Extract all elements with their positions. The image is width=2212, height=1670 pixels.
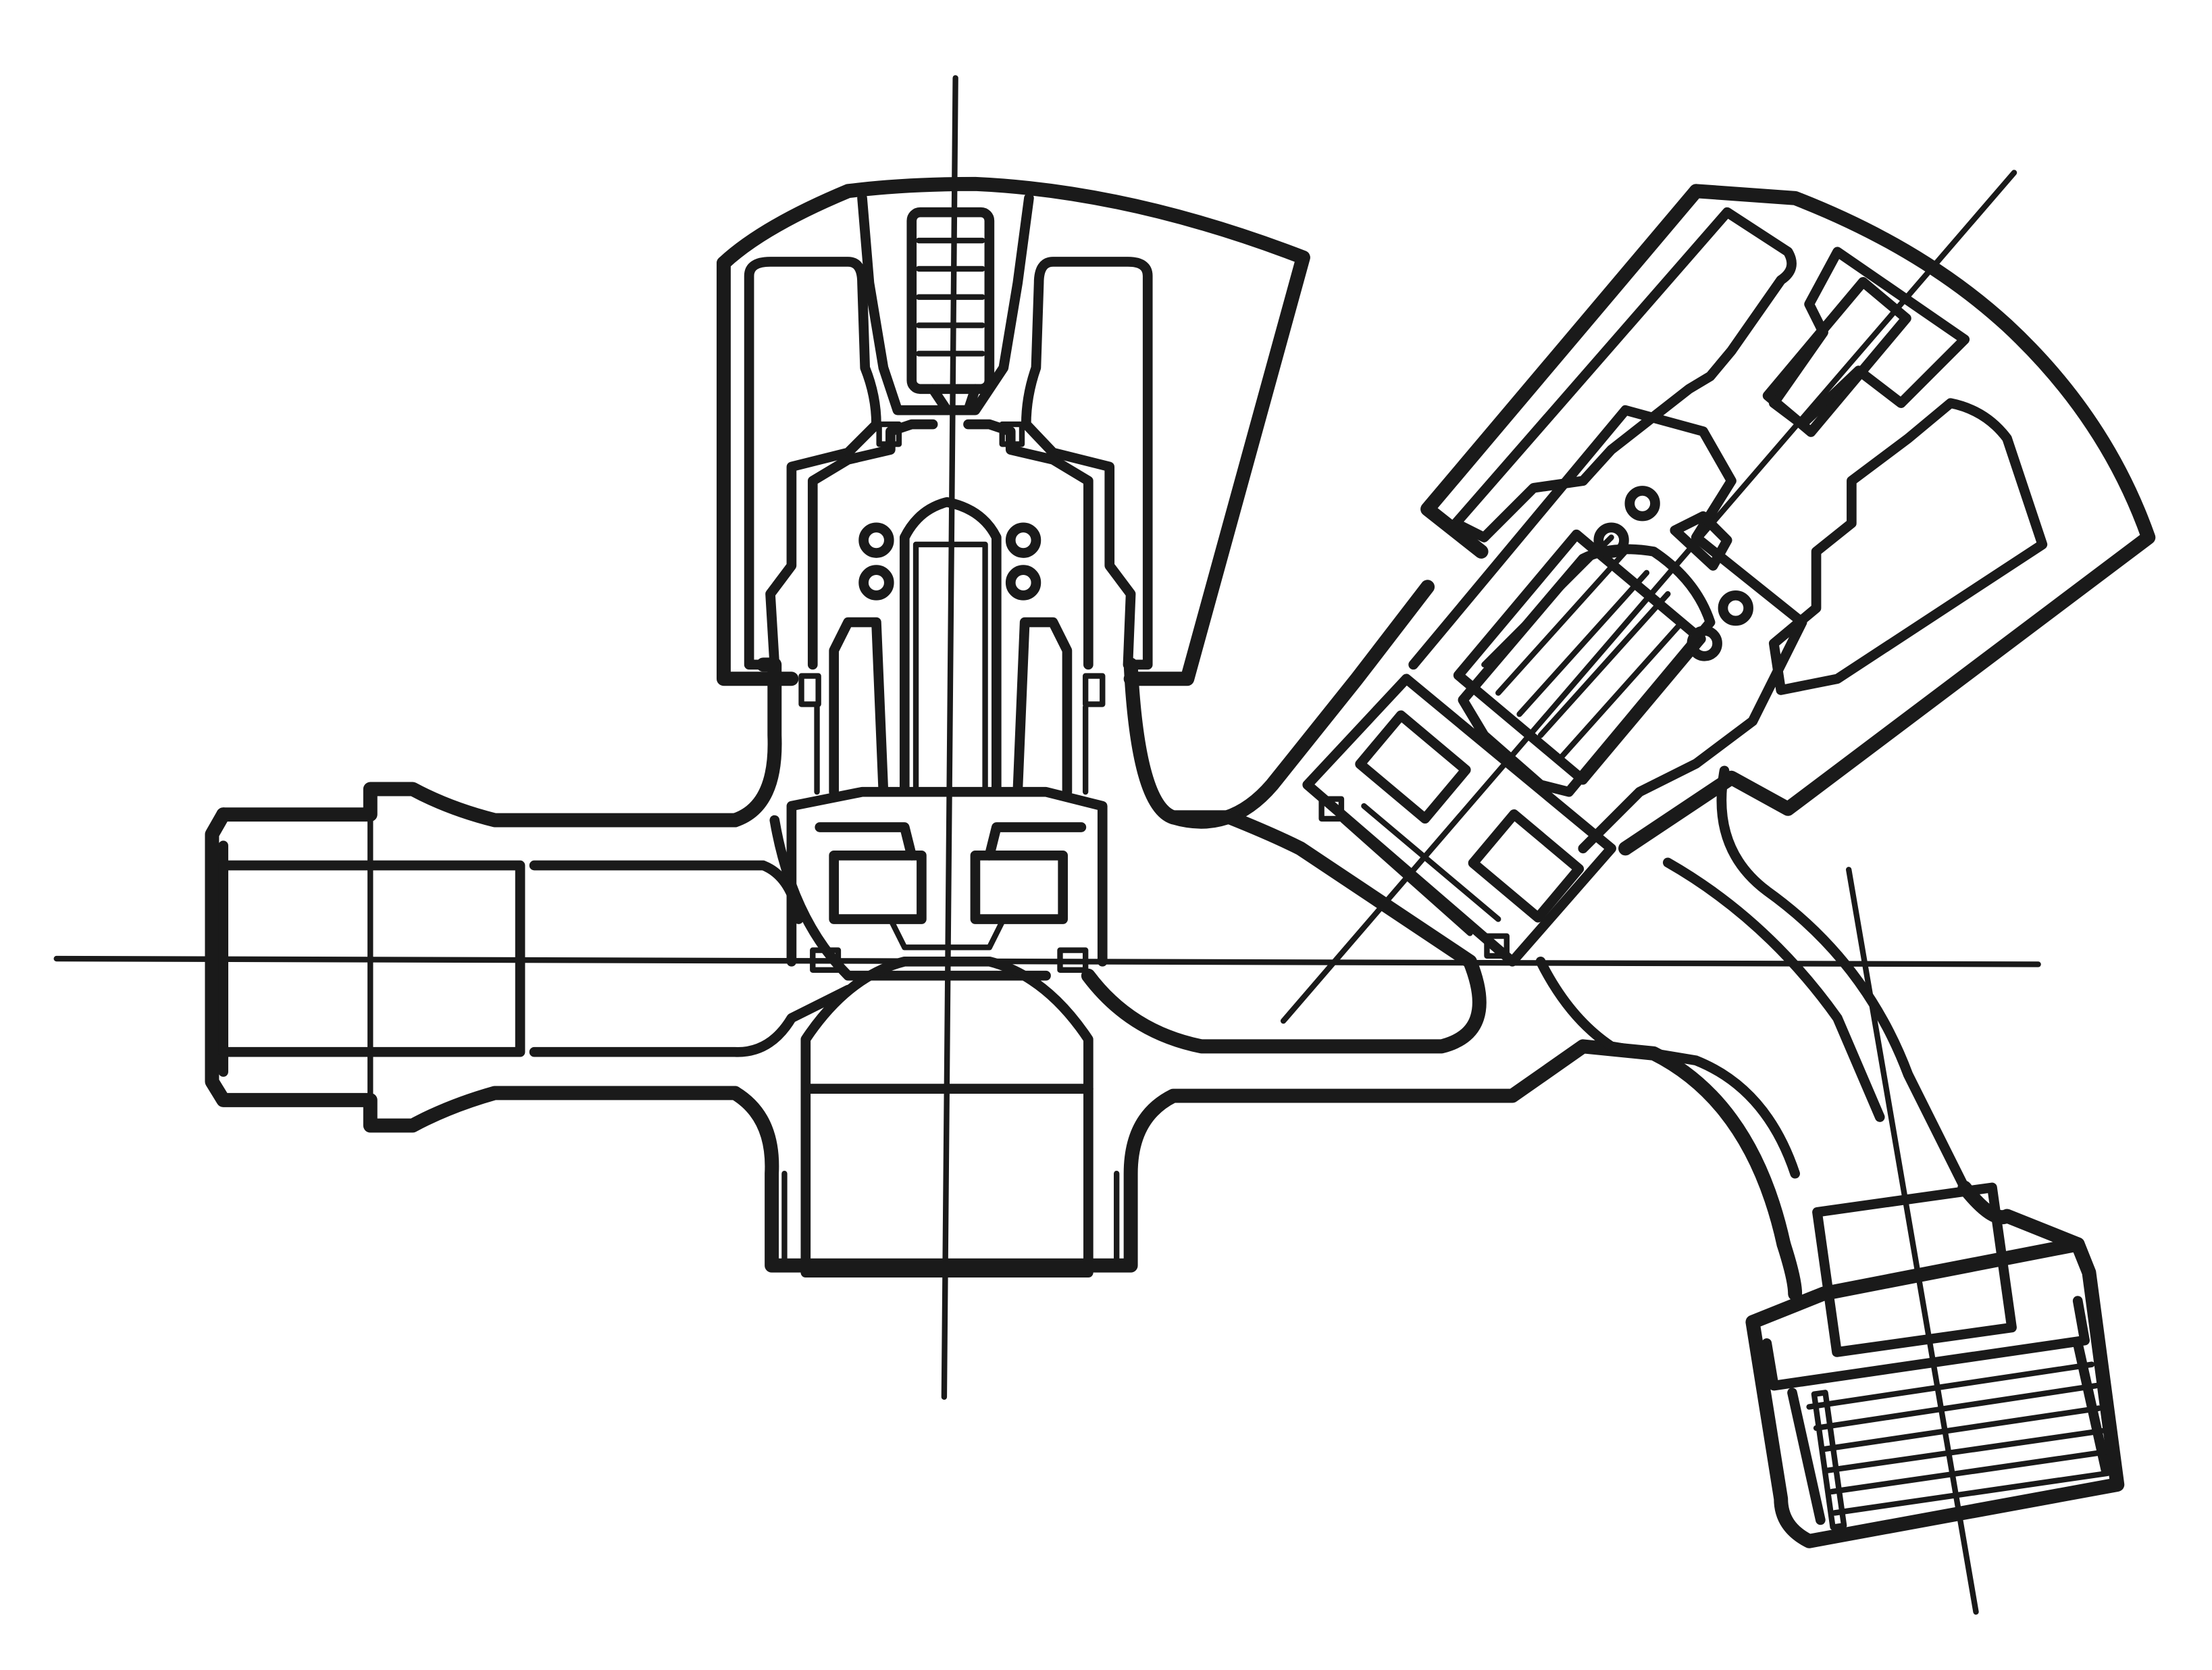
- vertical-valve-seat: [786, 786, 1108, 973]
- bottom-boss: [781, 956, 1120, 1277]
- vertical-bonnet: [798, 419, 1106, 797]
- angled-valve-seat: [1302, 674, 1616, 967]
- vertical-handle-cap: [716, 176, 1310, 686]
- outlet-spout: [1745, 1180, 2125, 1548]
- inlet-connector: [205, 782, 742, 1133]
- angled-bonnet: [1408, 405, 1807, 854]
- vertical-axis-line: [941, 75, 958, 1400]
- horizontal-axis-line: [53, 955, 2041, 967]
- center-lines: [53, 75, 2041, 1615]
- angled-handle-cap: [1420, 184, 2156, 856]
- valve-body: [529, 580, 1970, 1273]
